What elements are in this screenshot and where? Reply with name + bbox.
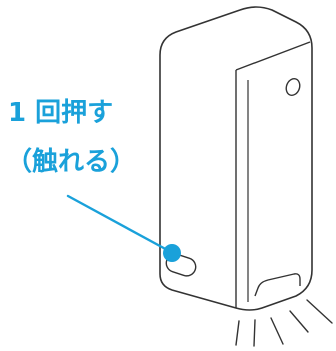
- callout-leader-line: [66, 194, 173, 254]
- sensor-icon: [285, 78, 301, 96]
- callout-label-press-once: 1 回押す: [8, 98, 114, 128]
- callout-label-touch: （触れる）: [6, 147, 137, 177]
- light-window: [254, 273, 301, 297]
- light-rays-icon: [235, 299, 333, 347]
- press-indicator-dot: [163, 244, 181, 262]
- device-top-edge: [235, 41, 311, 71]
